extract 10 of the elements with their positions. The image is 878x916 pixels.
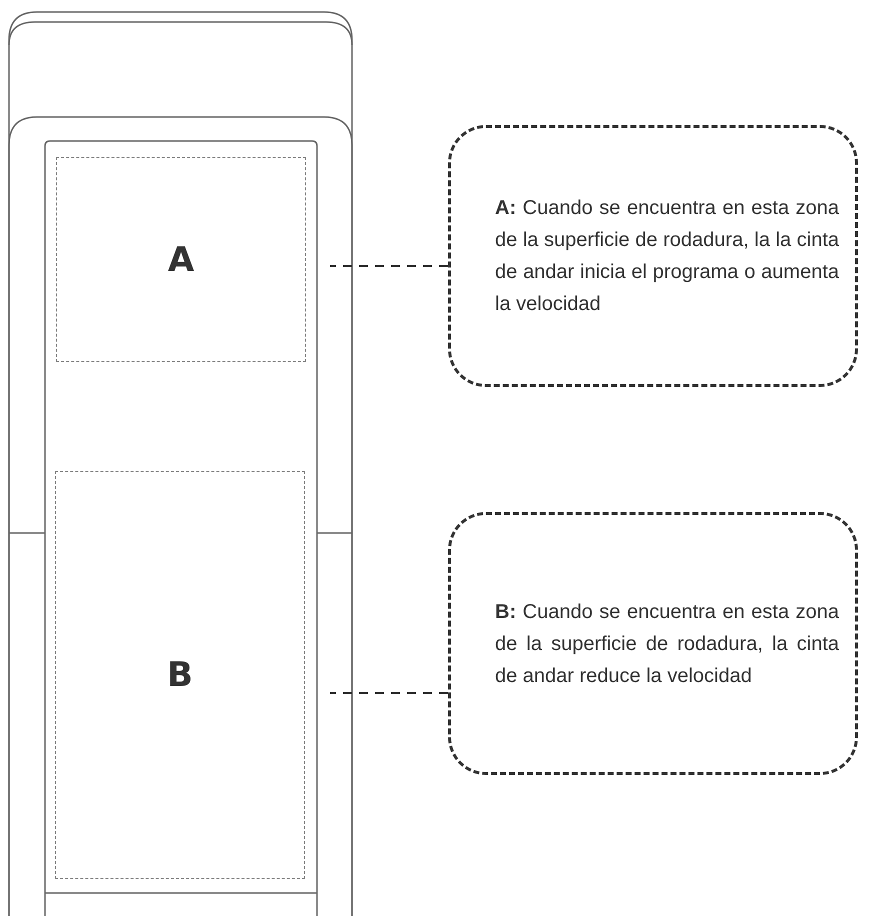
- zone-box: [55, 471, 305, 879]
- callout-text: B: Cuando se encuentra en esta zona de la superficie de rodadura, la cinta de andar reduce la velocidad: [495, 600, 839, 688]
- leader-line: [330, 265, 448, 267]
- zone-letter: B: [167, 655, 193, 695]
- zone-box: [56, 157, 306, 362]
- leader-line: [330, 692, 448, 694]
- callout-box: [448, 125, 858, 387]
- callout-box: [448, 512, 858, 775]
- zone-letter: A: [168, 240, 194, 280]
- callout-text: A: Cuando se encuentra en esta zona de la superficie de rodadura, la la cinta de andar inicia el programa o aumenta la velocidad: [495, 196, 839, 317]
